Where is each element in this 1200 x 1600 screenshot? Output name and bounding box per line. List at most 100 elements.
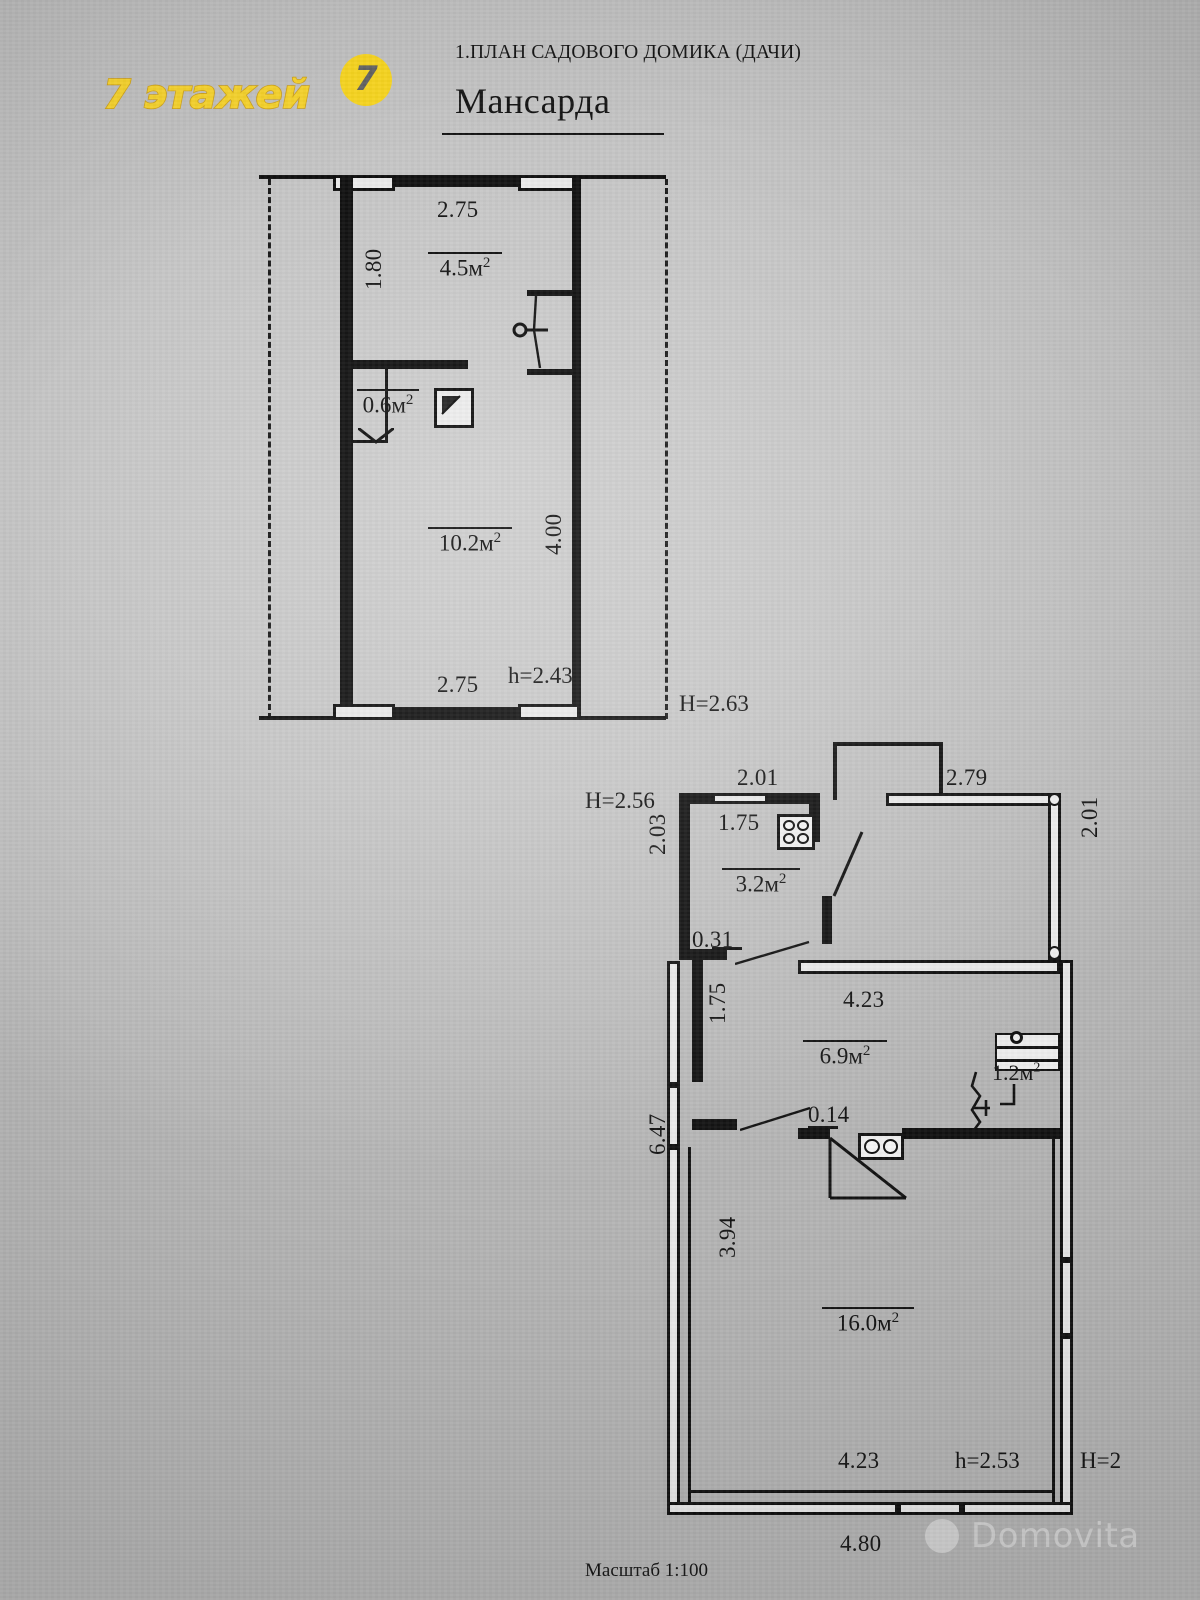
stair-newel-icon: [1010, 1031, 1023, 1044]
attic-room-area-3: 10.2м2: [428, 527, 512, 555]
ground-dim-hall-height: 1.75: [705, 982, 730, 1024]
attic-window-bottom-right: [518, 704, 580, 720]
ground-room-area-living: 16.0м2: [822, 1307, 914, 1335]
attic-floor-plan: 2.75 1.80 4.00 2.75 4.5м2 0.6м2 10.2м2 h…: [0, 0, 1200, 760]
floor-title: Мансарда: [455, 81, 611, 121]
burner: [797, 820, 809, 831]
attic-partition-closet-top: [353, 360, 468, 369]
terrace-left-edge: [833, 742, 837, 800]
terrace-wall-top: [886, 793, 1061, 806]
attic-hatch-arrow-icon: [441, 395, 461, 415]
attic-wall-left-inner: [349, 178, 353, 718]
ground-dim-left-total: 6.47: [645, 1113, 670, 1155]
brand-badge-digit: 7: [354, 59, 378, 99]
kitchen-wall-top-left: [679, 793, 712, 804]
living-opening-ledge: [808, 1126, 838, 1129]
inner-line-left: [688, 1147, 691, 1502]
attic-roof-top-edge: [259, 175, 666, 179]
burner: [882, 1139, 898, 1154]
brand-logo: 7 этажей 7: [102, 52, 403, 132]
inner-line-right: [1052, 1139, 1055, 1502]
ground-height-kitchen-outer: H=2.56: [585, 788, 655, 813]
kitchen-window-top: [712, 793, 768, 804]
attic-dim-top-width: 2.75: [437, 197, 479, 222]
outer-wall-right-lower: [1060, 1336, 1073, 1515]
attic-room-area-2: 0.6м2: [357, 389, 419, 417]
outer-wall-left-upper: [667, 961, 680, 1085]
ground-dim-terrace-top: 2.79: [946, 765, 988, 790]
attic-dim-bottom-width: 2.75: [437, 672, 479, 697]
ground-room-area-kitchen: 3.2м2: [722, 868, 800, 896]
attic-partition-vertical: [385, 369, 388, 443]
burner: [783, 820, 795, 831]
terrace-door-marker-top: [1048, 793, 1061, 806]
ground-room-area-stairs: 1.2м2: [992, 1060, 1041, 1085]
ground-room-area-hall: 6.9м2: [803, 1040, 887, 1068]
attic-room-area-1: 4.5м2: [428, 252, 502, 280]
attic-stair-top-rail: [527, 290, 581, 296]
ground-height-inner: h=2.53: [955, 1448, 1020, 1473]
attic-roof-outline-left: [268, 179, 271, 719]
kitchen-door-jamb: [822, 896, 832, 944]
ground-dim-opening-a: 0.31: [692, 927, 734, 952]
scale-label: Масштаб 1:100: [585, 1560, 709, 1581]
stair-flight-path-icon: [970, 1071, 1016, 1131]
ground-dim-right-side: 2.01: [1077, 796, 1102, 838]
staircase-icon: [995, 1033, 1060, 1071]
ground-dim-overall-bottom: 4.80: [840, 1531, 882, 1556]
hall-opening-stub: [692, 1119, 737, 1130]
ground-dim-bottom-width: 4.23: [838, 1448, 880, 1473]
attic-roof-bottom-edge: [259, 716, 666, 720]
outer-wall-bottom-right: [962, 1502, 1073, 1515]
inner-line-bottom: [688, 1490, 1055, 1493]
plan-caption: 1.ПЛАН САДОВОГО ДОМИКА (ДАЧИ): [455, 42, 802, 63]
attic-stair-bottom-rail: [527, 369, 581, 375]
kitchen-opening-ledge: [712, 947, 742, 950]
ground-dim-room-width: 4.23: [843, 987, 885, 1012]
hall-wall-left: [692, 960, 703, 1082]
floor-title-underline: [442, 133, 664, 135]
leader-line-hall-opening: [740, 1106, 811, 1132]
attic-top-wall-mid: [395, 178, 518, 187]
living-wall-top: [798, 960, 1060, 974]
stair-tread-1: [995, 1046, 1060, 1049]
terrace-wall-right: [1048, 793, 1061, 961]
outer-wall-bottom-left: [667, 1502, 898, 1515]
brand-logo-text: 7 этажей: [102, 71, 311, 119]
outer-window-right: [1060, 1260, 1073, 1336]
ground-dim-opening-b: 0.14: [808, 1102, 850, 1127]
burner: [864, 1139, 880, 1154]
attic-closet-wall-bottom: [353, 440, 388, 443]
ground-dim-left-lower: 3.94: [715, 1216, 740, 1258]
stove-four-burner-icon: [777, 814, 815, 850]
attic-stair-door-swing-icon: [512, 295, 548, 369]
outer-window-bottom: [898, 1502, 962, 1515]
burner: [797, 833, 809, 844]
leader-line-opening-a: [735, 940, 810, 966]
brand-badge-icon: 7: [340, 54, 392, 106]
attic-height-outer: H=2.63: [679, 691, 749, 716]
stove-two-burner-icon: [858, 1133, 904, 1160]
living-wall-bottom-left: [798, 1128, 830, 1139]
attic-hatch-icon: [434, 388, 474, 428]
outer-wall-right-upper: [1060, 960, 1073, 1260]
attic-roof-outline-right: [665, 179, 668, 719]
attic-closet-door-icon: [358, 428, 394, 444]
terrace-door-marker-bottom: [1048, 946, 1061, 960]
kitchen-wall-left: [679, 793, 690, 960]
attic-height-inner: h=2.43: [508, 663, 573, 688]
outer-wall-left-lower: [667, 1147, 680, 1515]
ground-dim-kitchen-top: 2.01: [737, 765, 779, 790]
attic-window-bottom-left: [333, 704, 395, 720]
ground-height-outer: H=2: [1080, 1448, 1122, 1473]
stair-tread-2: [995, 1059, 1060, 1062]
kitchen-door-swing-icon: [832, 831, 864, 897]
attic-wall-left: [340, 178, 349, 718]
attic-bottom-wall-mid: [395, 707, 518, 716]
attic-wall-right: [572, 178, 581, 718]
ground-dim-kitchen-inner: 1.75: [718, 810, 760, 835]
living-wall-bottom-right: [902, 1128, 1060, 1139]
kitchen-wall-bottom: [679, 949, 727, 960]
